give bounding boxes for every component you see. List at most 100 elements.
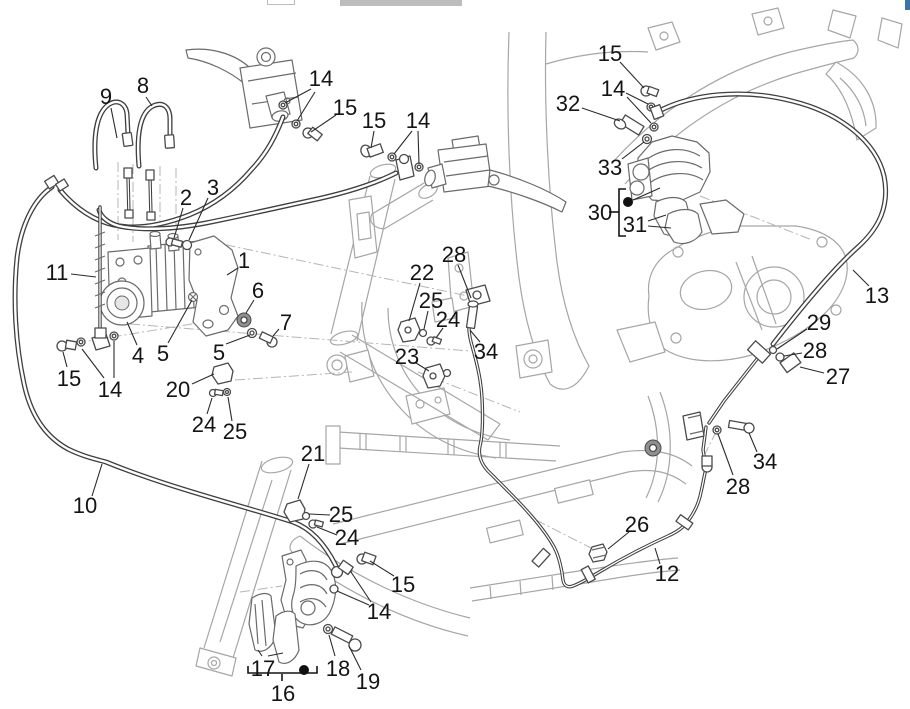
- part-number-label[interactable]: 13: [865, 283, 889, 308]
- part-number-label[interactable]: 25: [329, 502, 353, 527]
- part-callout-17[interactable]: 17: [251, 649, 284, 681]
- part-number-label[interactable]: 14: [367, 599, 391, 624]
- part-number-label[interactable]: 14: [406, 108, 430, 133]
- part-number-label[interactable]: 2: [180, 185, 192, 210]
- part-number-label[interactable]: 28: [442, 242, 466, 267]
- part-number-label[interactable]: 6: [252, 278, 264, 303]
- part-number-label[interactable]: 32: [556, 91, 580, 116]
- part-callout-10[interactable]: 10: [73, 463, 103, 518]
- part-callout-6[interactable]: 6: [245, 278, 264, 314]
- part-number-label[interactable]: 25: [223, 419, 247, 444]
- part-callout-4[interactable]: 4: [126, 321, 144, 368]
- part-number-label[interactable]: 12: [655, 561, 679, 586]
- part-number-label[interactable]: 34: [474, 339, 498, 364]
- part-number-label[interactable]: 24: [436, 307, 460, 332]
- part-callout-28[interactable]: 28: [442, 242, 472, 299]
- part-callout-27[interactable]: 27: [799, 364, 850, 389]
- part-callout-3[interactable]: 3: [188, 175, 219, 241]
- part-callout-19[interactable]: 19: [348, 645, 380, 694]
- part-callout-28[interactable]: 28: [717, 433, 750, 499]
- part-callout-5[interactable]: 5: [157, 299, 193, 366]
- part-number-label[interactable]: 23: [395, 344, 419, 369]
- part-number-label[interactable]: 29: [807, 310, 831, 335]
- part-number-label[interactable]: 31: [623, 212, 647, 237]
- part-number-label[interactable]: 24: [192, 412, 216, 437]
- part-callout-24[interactable]: 24: [192, 397, 216, 437]
- part-callout-9[interactable]: 9: [100, 84, 118, 139]
- part-callout-15[interactable]: 15: [369, 560, 415, 597]
- part-number-label[interactable]: 1: [238, 248, 250, 273]
- part-callout-14[interactable]: 14: [393, 108, 430, 165]
- part-callout-25[interactable]: 25: [308, 502, 353, 527]
- part-callout-29[interactable]: 29: [776, 310, 831, 350]
- part-callout-15[interactable]: 15: [598, 41, 645, 89]
- part-callout-24[interactable]: 24: [316, 525, 359, 550]
- part-number-label[interactable]: 22: [410, 260, 434, 285]
- part-number-label[interactable]: 5: [213, 340, 225, 365]
- part-number-label[interactable]: 17: [251, 656, 275, 681]
- part-number-label[interactable]: 7: [280, 310, 292, 335]
- part-number-label[interactable]: 26: [625, 512, 649, 537]
- part-callout-28[interactable]: 28: [783, 338, 827, 363]
- part-callout-33[interactable]: 33: [598, 141, 645, 180]
- part-number-label[interactable]: 10: [73, 493, 97, 518]
- part-number-label[interactable]: 15: [391, 572, 415, 597]
- part-number-label[interactable]: 14: [98, 377, 122, 402]
- part-number-label[interactable]: 3: [207, 175, 219, 200]
- part-callout-21[interactable]: 21: [297, 441, 325, 500]
- part-callout-24[interactable]: 24: [435, 307, 460, 339]
- part-number-label[interactable]: 19: [356, 669, 380, 694]
- part-callout-14[interactable]: 14: [81, 341, 122, 402]
- part-callout-20[interactable]: 20: [166, 373, 215, 402]
- part-callout-25[interactable]: 25: [419, 288, 443, 330]
- part-number-label[interactable]: 14: [309, 66, 333, 91]
- part-callout-16[interactable]: 16: [271, 681, 295, 706]
- cropped-tab-box[interactable]: [267, 0, 295, 5]
- part-number-label[interactable]: 15: [598, 41, 622, 66]
- part-number-label[interactable]: 8: [137, 73, 149, 98]
- part-number-label[interactable]: 15: [362, 108, 386, 133]
- part-number-label[interactable]: 11: [46, 260, 69, 285]
- part-number-label[interactable]: 30: [588, 200, 612, 225]
- part-number-label[interactable]: 9: [100, 84, 112, 109]
- part-callout-25[interactable]: 25: [223, 396, 247, 444]
- part-callout-12[interactable]: 12: [654, 547, 679, 586]
- part-number-label[interactable]: 16: [271, 681, 295, 706]
- part-number-label[interactable]: 15: [333, 95, 357, 120]
- part-number-label[interactable]: 34: [753, 449, 777, 474]
- part-callout-14[interactable]: 14: [284, 66, 333, 122]
- part-callout-31[interactable]: 31: [623, 212, 672, 237]
- part-number-label[interactable]: 25: [419, 288, 443, 313]
- part-number-label[interactable]: 20: [166, 377, 190, 402]
- part-callout-15[interactable]: 15: [362, 108, 386, 149]
- part-number-label[interactable]: 14: [601, 76, 625, 101]
- part-callout-5[interactable]: 5: [213, 334, 251, 365]
- part-callout-26[interactable]: 26: [607, 512, 649, 550]
- part-number-label[interactable]: 21: [301, 441, 325, 466]
- part-callout-14[interactable]: 14: [601, 76, 652, 124]
- part-callout-30[interactable]: 30: [588, 200, 612, 225]
- part-callout-8[interactable]: 8: [137, 73, 153, 107]
- part-callout-13[interactable]: 13: [852, 269, 889, 308]
- part-callout-34[interactable]: 34: [469, 329, 498, 364]
- part-callout-32[interactable]: 32: [556, 91, 621, 122]
- part-callout-2[interactable]: 2: [173, 185, 192, 239]
- part-callout-23[interactable]: 23: [395, 344, 430, 372]
- part-callout-11[interactable]: 11: [46, 260, 97, 285]
- part-callout-22[interactable]: 22: [408, 260, 434, 322]
- part-callout-15[interactable]: 15: [57, 351, 81, 391]
- part-number-label[interactable]: 28: [803, 338, 827, 363]
- part-number-label[interactable]: 28: [726, 474, 750, 499]
- part-number-label[interactable]: 18: [326, 656, 350, 681]
- part-callout-14[interactable]: 14: [336, 571, 391, 624]
- part-callout-34[interactable]: 34: [748, 432, 777, 474]
- part-number-label[interactable]: 27: [826, 364, 850, 389]
- part-callout-7[interactable]: 7: [272, 310, 292, 337]
- part-number-label[interactable]: 24: [335, 525, 359, 550]
- part-callout-15[interactable]: 15: [310, 95, 357, 133]
- part-number-label[interactable]: 33: [598, 155, 622, 180]
- part-callout-18[interactable]: 18: [326, 634, 350, 681]
- part-callout-1[interactable]: 1: [226, 248, 250, 276]
- part-number-label[interactable]: 5: [157, 341, 169, 366]
- part-number-label[interactable]: 15: [57, 366, 81, 391]
